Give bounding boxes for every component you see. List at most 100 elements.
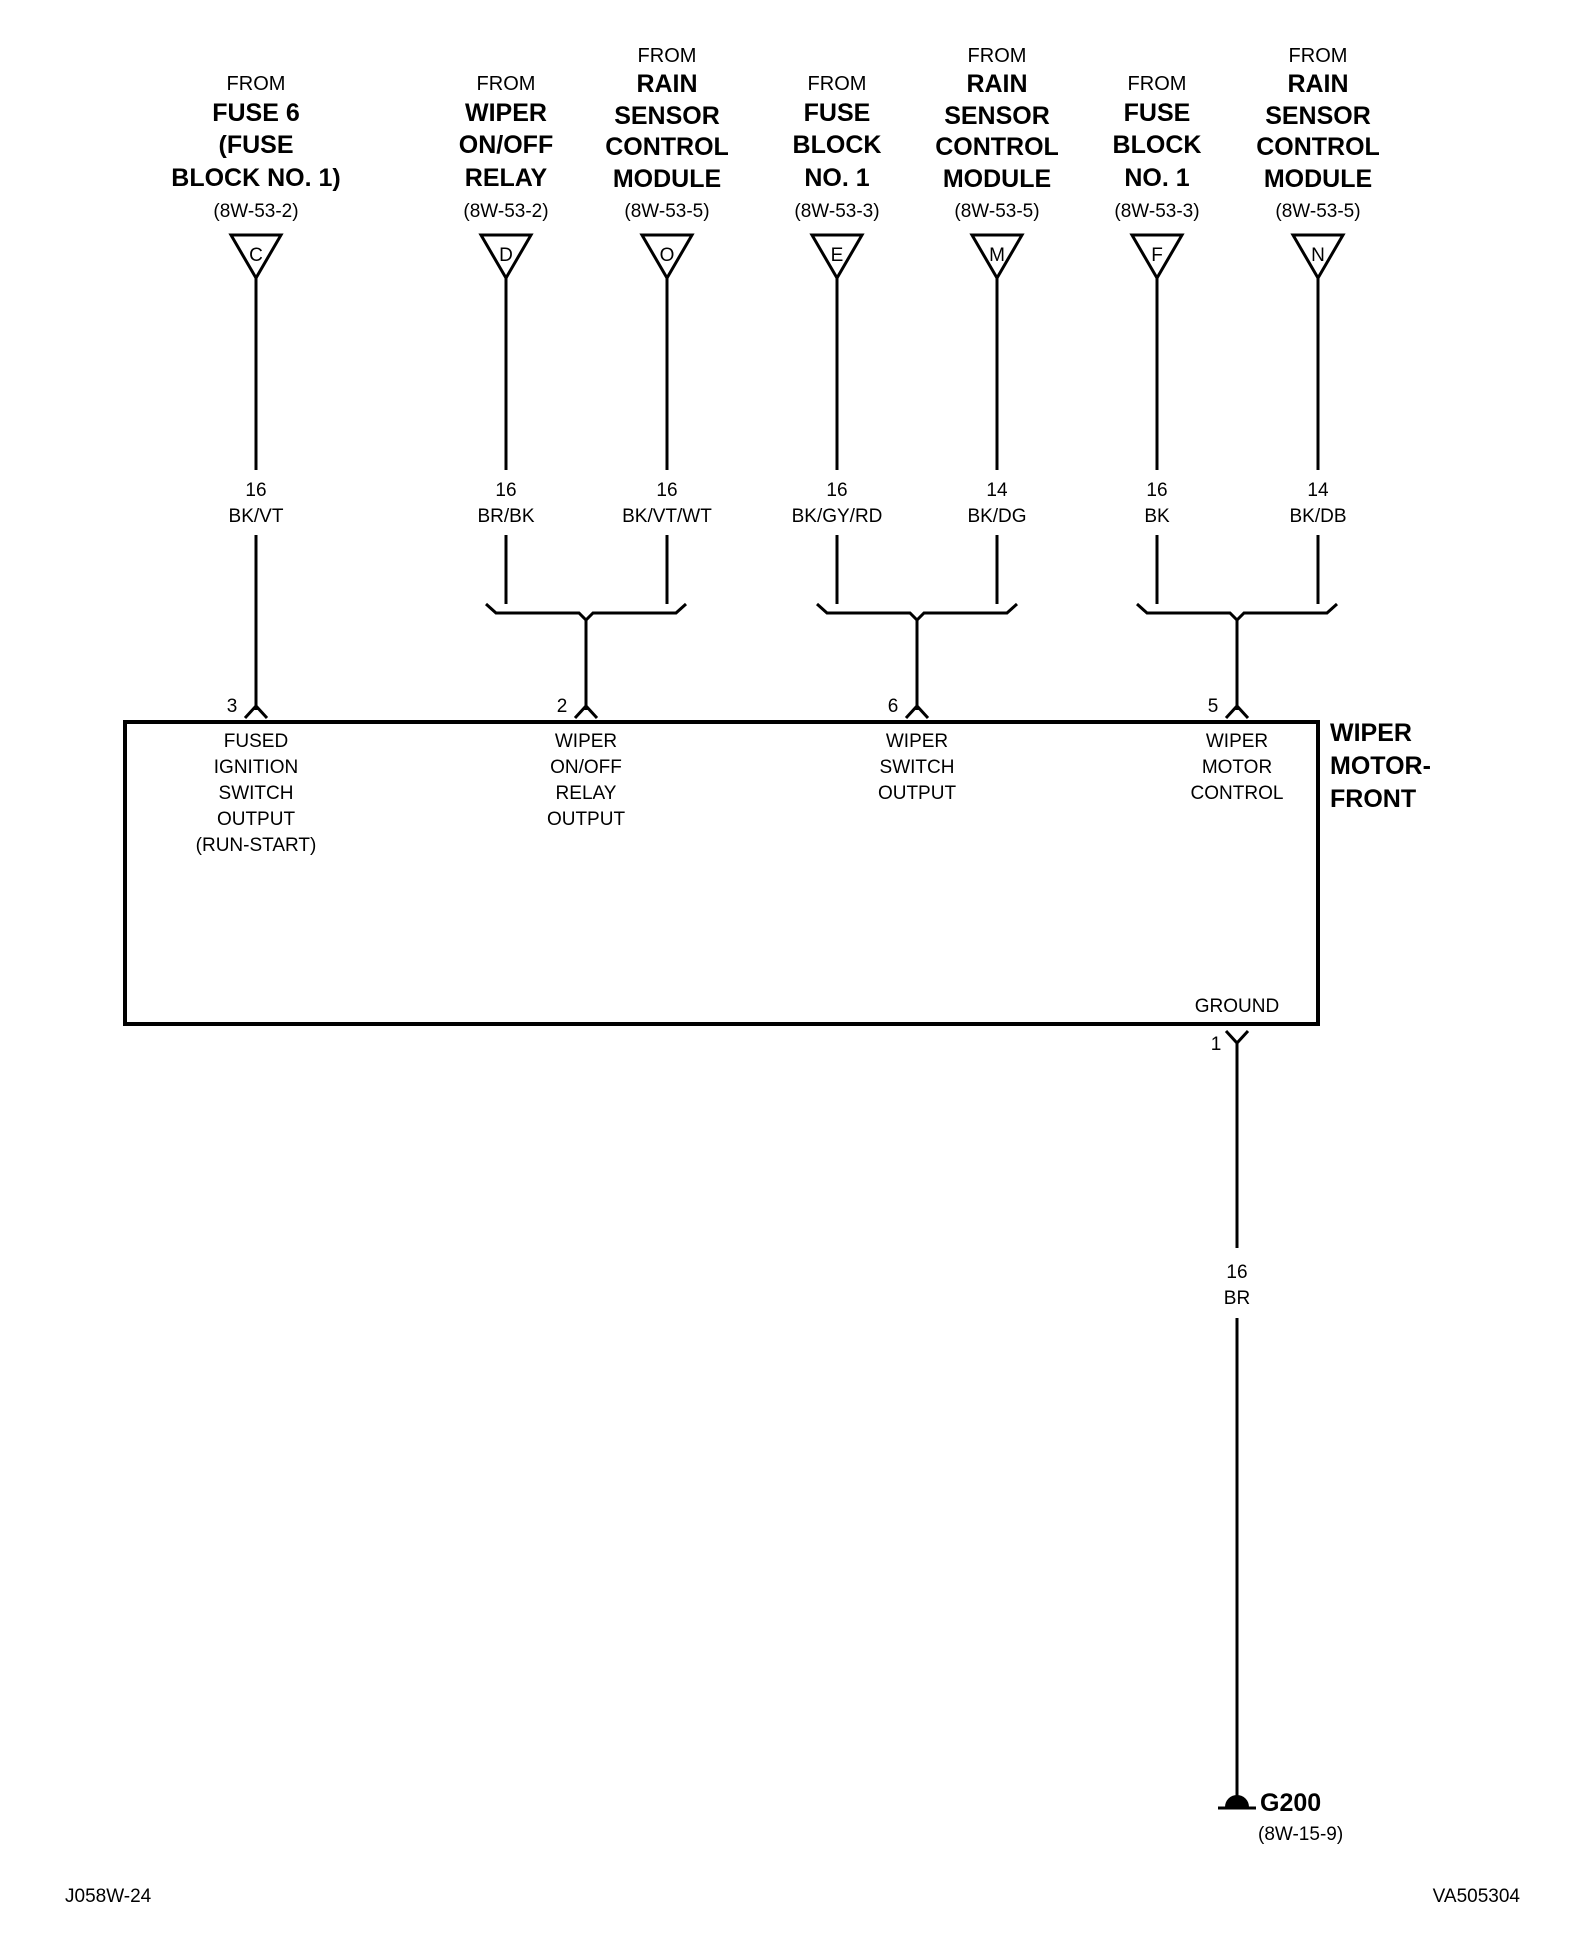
source-name-line: NO. 1 [1124,164,1189,192]
wire-gauge: 16 [1226,1262,1247,1283]
connector-letter: M [989,245,1005,266]
pin-6-terminal: 6 WIPER SWITCH OUTPUT [878,696,957,804]
source-rain-sensor-module-n: FROM RAIN SENSOR CONTROL MODULE (8W-53-5… [1256,45,1380,604]
pin-number: 6 [888,696,899,717]
source-rain-sensor-module-o: FROM RAIN SENSOR CONTROL MODULE (8W-53-5… [605,45,729,604]
terminal-chevron [243,703,269,720]
source-fuse-block-f: FROM FUSE BLOCK NO. 1 (8W-53-3) F 16 BK [1113,73,1202,604]
pin-function-line: WIPER [555,731,617,752]
wire-gauge: 16 [826,480,847,501]
wire-color: BR [1224,1288,1250,1309]
source-page-ref: (8W-53-3) [794,201,879,222]
source-name-line: (FUSE [219,131,294,159]
connector-triangle [1290,233,1346,281]
ground-point: G200 (8W-15-9) [1218,1789,1343,1845]
ground-label: GROUND [1195,996,1279,1017]
wire-color: BK/VT/WT [622,506,712,527]
wire-color: BK/DB [1289,506,1346,527]
pin-function-line: MOTOR [1202,757,1272,778]
connector-triangle [639,233,695,281]
source-from-label: FROM [227,73,286,95]
source-page-ref: (8W-53-5) [624,201,709,222]
source-name-line: RAIN [636,70,697,98]
terminal-chevron [1224,1029,1250,1046]
ground-terminal: GROUND 1 16 BR [1195,996,1279,1806]
wire-gauge: 14 [1307,480,1329,501]
source-name-line: SENSOR [944,102,1050,130]
source-name-line: FUSE 6 [212,99,300,127]
source-name-line: FUSE [1124,99,1191,127]
source-name-line: CONTROL [1256,133,1380,161]
wire-color: BK/VT [229,506,284,527]
connector-letter: N [1311,245,1325,266]
splice-bracket-pin-6 [815,602,1019,710]
connector-letter: C [249,245,263,266]
pin-number: 1 [1211,1034,1222,1055]
source-name-line: FUSE [804,99,871,127]
pin-function-line: FUSED [224,731,288,752]
source-page-ref: (8W-53-2) [463,201,548,222]
terminal-chevron [573,703,599,720]
pin-function-line: RELAY [556,783,617,804]
source-wiper-on-off-relay: FROM WIPER ON/OFF RELAY (8W-53-2) D 16 B… [459,73,553,604]
pin-function-line: CONTROL [1191,783,1284,804]
source-page-ref: (8W-53-5) [1275,201,1360,222]
connector-triangle [228,233,284,281]
source-name-line: ON/OFF [459,131,553,159]
source-name-line: RELAY [465,164,548,192]
pin-function-line: OUTPUT [878,783,957,804]
splice-bracket-pin-5 [1135,602,1339,710]
component-name: WIPER MOTOR- FRONT [1330,719,1431,813]
pin-function-line: (RUN-START) [196,835,317,856]
wire-color: BK [1144,506,1170,527]
source-name-line: BLOCK [793,131,882,159]
wire-gauge: 16 [245,480,266,501]
source-page-ref: (8W-53-5) [954,201,1039,222]
wire-color: BK/DG [967,506,1026,527]
wire-gauge: 16 [495,480,516,501]
source-from-label: FROM [1289,45,1348,67]
wiper-motor-component-box [123,720,1320,1026]
source-name-line: CONTROL [935,133,1059,161]
source-rain-sensor-module-m: FROM RAIN SENSOR CONTROL MODULE (8W-53-5… [935,45,1059,604]
pin-function-line: IGNITION [214,757,298,778]
source-name-line: RAIN [966,70,1027,98]
connector-letter: E [831,245,844,266]
source-page-ref: (8W-53-2) [213,201,298,222]
component-name-line: FRONT [1330,785,1416,813]
source-name-line: BLOCK [1113,131,1202,159]
pin-function-line: OUTPUT [547,809,626,830]
pin-function-line: OUTPUT [217,809,296,830]
source-name-line: BLOCK NO. 1) [171,164,340,192]
source-name-line: NO. 1 [804,164,869,192]
pin-2-terminal: 2 WIPER ON/OFF RELAY OUTPUT [547,696,626,830]
pin-function-line: SWITCH [880,757,955,778]
source-fuse-block-e: FROM FUSE BLOCK NO. 1 (8W-53-3) E 16 BK/… [792,73,882,604]
terminal-chevron [1224,703,1250,720]
connector-triangle [809,233,865,281]
ground-symbol-icon [1225,1795,1249,1807]
connector-letter: D [499,245,513,266]
connector-letter: O [660,245,675,266]
pin-number: 3 [227,696,238,717]
ground-point-name: G200 [1260,1789,1321,1817]
component-name-line: WIPER [1330,719,1412,747]
pin-function-line: ON/OFF [550,757,622,778]
source-page-ref: (8W-53-3) [1114,201,1199,222]
source-name-line: WIPER [465,99,547,127]
terminal-chevron [904,703,930,720]
source-name-line: RAIN [1287,70,1348,98]
connector-triangle [478,233,534,281]
wire-gauge: 16 [1146,480,1167,501]
source-fuse-6: FROM FUSE 6 (FUSE BLOCK NO. 1) (8W-53-2)… [171,73,341,710]
connector-triangle [969,233,1025,281]
pin-function-line: WIPER [886,731,948,752]
source-from-label: FROM [1128,73,1187,95]
pin-5-terminal: 5 WIPER MOTOR CONTROL [1191,696,1284,804]
wire-color: BR/BK [477,506,534,527]
pin-function-line: SWITCH [219,783,294,804]
pin-number: 5 [1208,696,1219,717]
source-name-line: MODULE [943,165,1051,193]
wire-gauge: 14 [986,480,1008,501]
